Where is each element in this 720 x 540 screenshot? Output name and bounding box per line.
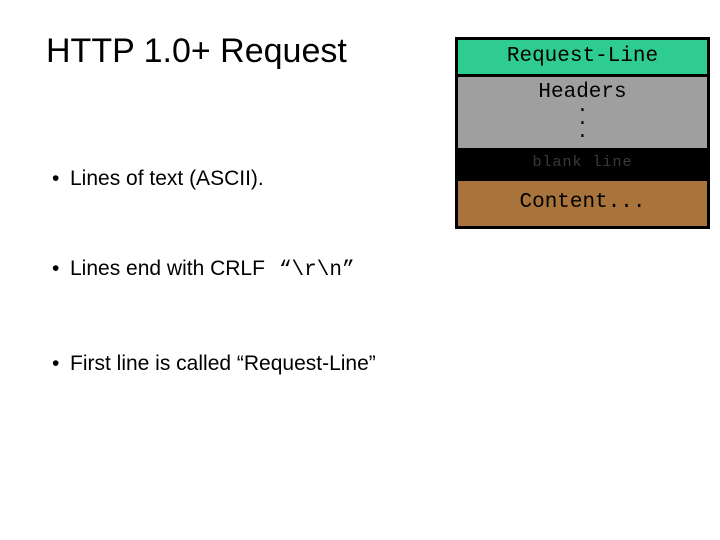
diagram-band-headers: Headers ··· [458, 77, 707, 148]
page-title: HTTP 1.0+ Request [46, 32, 347, 70]
http-request-message-diagram: Request-Line Headers ··· blank line Cont… [455, 37, 710, 229]
vertical-ellipsis-icon: ··· [576, 99, 589, 147]
list-item: • Lines end with CRLF “\r\n” [52, 257, 355, 282]
diagram-band-request-line: Request-Line [458, 40, 707, 77]
diagram-band-blank-line: blank line [458, 148, 707, 178]
list-item-label: Lines end with CRLF [70, 257, 265, 280]
diagram-band-content: Content... [458, 178, 707, 226]
bullet-marker: • [52, 167, 60, 190]
list-item-label: Lines of text (ASCII). [70, 167, 264, 190]
diagram-band-headers-label: Headers [538, 81, 627, 104]
crlf-literal: “\r\n” [278, 259, 355, 282]
list-item-label: First line is called “Request-Line” [70, 352, 376, 375]
list-item: • Lines of text (ASCII). [52, 167, 264, 191]
bullet-marker: • [52, 352, 60, 375]
bullet-marker: • [52, 257, 60, 280]
list-item: • First line is called “Request-Line” [52, 352, 376, 376]
